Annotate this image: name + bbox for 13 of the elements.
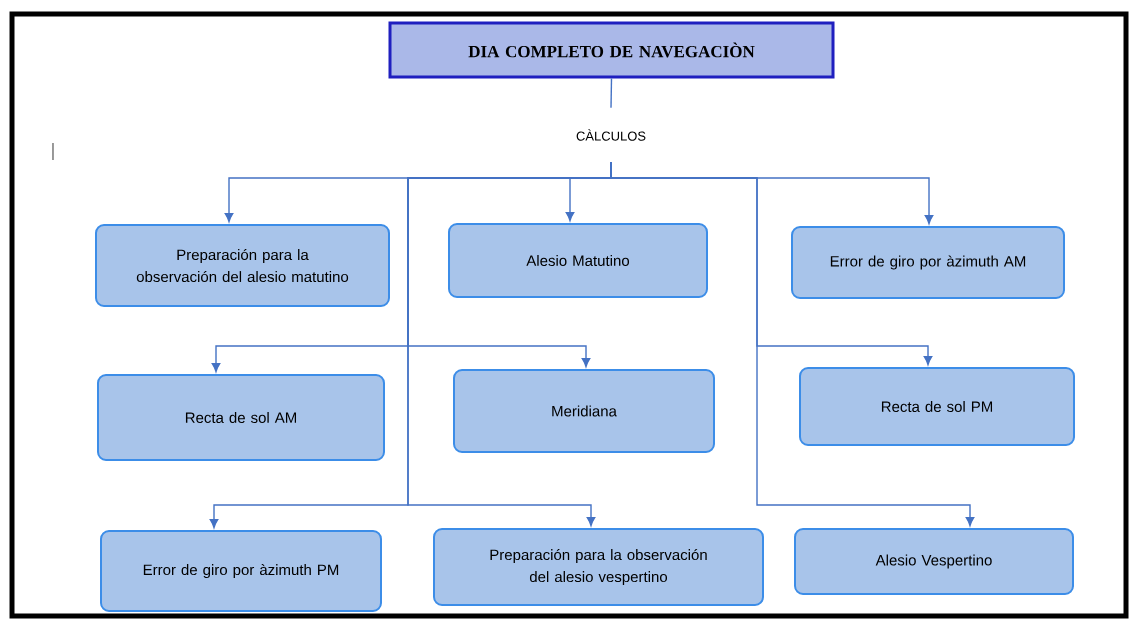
section-label: CÀLCULOS bbox=[576, 129, 646, 141]
process-box: Recta de sol PM bbox=[799, 367, 1075, 446]
process-box: Error de giro por àzimuth AM bbox=[791, 226, 1065, 299]
title-box: DIA COMPLETO DE NAVEGACIÒN bbox=[388, 21, 835, 79]
process-box: Recta de sol AM bbox=[97, 374, 385, 461]
connector bbox=[610, 161, 975, 527]
process-box: Preparación para la observación del alesio matutino bbox=[95, 224, 390, 307]
process-box: Alesio Vespertino bbox=[794, 528, 1074, 595]
process-box: Error de giro por àzimuth PM bbox=[100, 530, 382, 612]
process-box: Preparación para la observación del alesio vespertino bbox=[433, 528, 764, 606]
connector bbox=[610, 77, 613, 109]
process-box: Alesio Matutino bbox=[448, 223, 708, 298]
process-box: Meridiana bbox=[453, 369, 715, 453]
